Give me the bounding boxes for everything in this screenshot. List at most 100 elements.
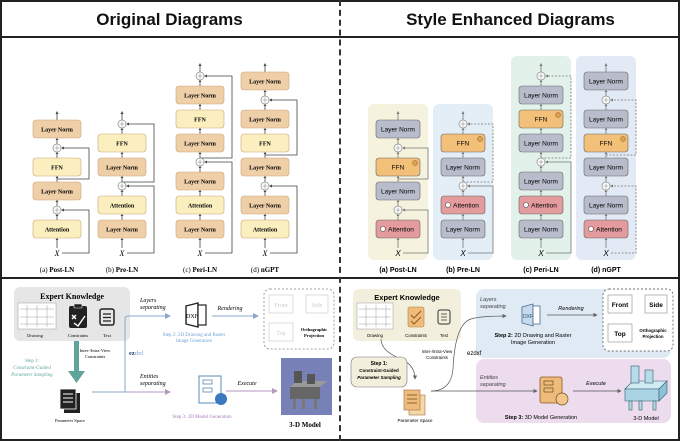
output-arrow-head xyxy=(55,111,59,114)
parameter-space-label: Parameter Space xyxy=(55,418,85,423)
residual-arrow-head xyxy=(467,122,470,126)
caption-post-ln: (a) Post-LN xyxy=(379,267,416,274)
step3-label: Step 3: 3D Model Generation xyxy=(505,415,577,421)
top-view-label: Top xyxy=(614,331,625,338)
plus-icon xyxy=(54,145,60,151)
arrow-head xyxy=(396,200,400,202)
center-divider xyxy=(339,0,341,441)
side-view-label: Side xyxy=(649,302,663,309)
arrow-head xyxy=(604,104,608,106)
block-attention: Attention xyxy=(175,195,225,215)
orthographic-label-2: Projection xyxy=(642,334,663,339)
block-label: Attention xyxy=(45,228,70,234)
3d-model-label: 3-D Model xyxy=(289,421,321,429)
arrow-head xyxy=(263,190,267,192)
arrow-head xyxy=(396,138,400,140)
residual-arrow-head xyxy=(61,146,64,150)
arrow-head xyxy=(461,176,465,178)
arrow-head xyxy=(539,214,543,216)
block-label: Layer Norm xyxy=(106,166,138,172)
front-view-label: Front xyxy=(274,303,287,309)
plus-icon xyxy=(603,183,609,189)
residual-connection xyxy=(468,185,494,254)
output-arrow-head xyxy=(263,63,267,66)
plus-icon xyxy=(538,73,544,79)
caption-peri-ln: (c) Peri-LN xyxy=(183,266,217,274)
parameter-space-label: Parameter Space xyxy=(397,418,433,423)
arrow-head xyxy=(263,90,267,92)
input-x-label: X xyxy=(197,249,204,258)
arrow-head xyxy=(604,128,608,130)
orthographic-views xyxy=(607,294,668,343)
residual-connection xyxy=(200,75,233,159)
original-diagrams-title: Original Diagrams xyxy=(96,10,243,29)
caption-pre-ln: (b) Pre-LN xyxy=(106,266,138,274)
arrow-head xyxy=(263,238,267,240)
residual-arrow-head xyxy=(269,98,272,102)
residual-arrow-head xyxy=(610,184,613,188)
residual-connection xyxy=(606,99,637,156)
arrow-head xyxy=(396,214,400,216)
block-ffn: FFN xyxy=(440,133,486,153)
arrow-head xyxy=(263,176,267,178)
enhanced-pipeline: Expert Knowledge Drawing Constraints Tex… xyxy=(350,288,674,423)
original-pipeline: Expert Knowledge Drawing Constraints Tex… xyxy=(10,287,335,429)
residual-arrow-head xyxy=(204,160,207,164)
block-layer-norm: Layer Norm xyxy=(175,171,225,191)
block-layer-norm: Layer Norm xyxy=(32,181,82,201)
plus-icon xyxy=(197,73,203,79)
orthographic-views xyxy=(268,294,329,342)
block-label: Layer Norm xyxy=(184,228,216,234)
residual-connection xyxy=(398,147,429,180)
block-label: Layer Norm xyxy=(184,142,216,148)
caption-post-ln: (a) Post-LN xyxy=(40,266,74,274)
step1-label-1: Step 1: xyxy=(371,361,388,367)
ezdxf-label: ezdxf xyxy=(129,350,144,357)
arrow-head xyxy=(120,128,124,130)
text-document-icon xyxy=(99,308,115,326)
arrow-head xyxy=(198,152,202,154)
block-label: Layer Norm xyxy=(249,204,281,210)
arrow-head xyxy=(539,128,543,130)
arrow-head xyxy=(461,238,465,240)
arrow-head xyxy=(55,138,59,140)
arrow-head xyxy=(539,238,543,240)
block-attention: Attention xyxy=(97,195,147,215)
ezdxf-label: ezdxf xyxy=(467,351,482,357)
residual-arrow-head xyxy=(126,122,129,126)
arrow-head xyxy=(55,176,59,178)
top-view-label: Top xyxy=(276,331,285,337)
residual-connection xyxy=(265,99,298,156)
block-label: Attention xyxy=(453,203,479,210)
arrow-head xyxy=(539,104,543,106)
plus-icon xyxy=(460,121,466,127)
block-label: Layer Norm xyxy=(184,94,216,100)
arrow-head xyxy=(120,152,124,154)
step2-label-1: Step 2: 2D Drawing and Raster xyxy=(494,333,571,339)
block-label: Attention xyxy=(110,204,135,210)
gear-icon xyxy=(477,136,483,142)
block-label: Layer Norm xyxy=(249,166,281,172)
arrow-head xyxy=(396,238,400,240)
block-attention: Attention xyxy=(440,195,486,215)
block-label: FFN xyxy=(600,141,613,148)
residual-arrow-head xyxy=(610,98,613,102)
arrow-head xyxy=(120,214,124,216)
arrow-head xyxy=(461,152,465,154)
block-layer-norm: Layer Norm xyxy=(440,219,486,239)
arrow-head xyxy=(604,152,608,154)
arrow-head xyxy=(539,80,543,82)
style-enhanced-title: Style Enhanced Diagrams xyxy=(406,10,615,29)
block-layer-norm: Layer Norm xyxy=(583,109,629,129)
block-layer-norm: Layer Norm xyxy=(518,171,564,191)
block-layer-norm: Layer Norm xyxy=(518,85,564,105)
block-label: FFN xyxy=(457,141,470,148)
block-label: FFN xyxy=(116,142,128,148)
block-attention: Attention xyxy=(32,219,82,239)
flowchart-python-icon xyxy=(539,376,569,406)
residual-connection xyxy=(122,123,155,183)
plus-icon xyxy=(460,183,466,189)
